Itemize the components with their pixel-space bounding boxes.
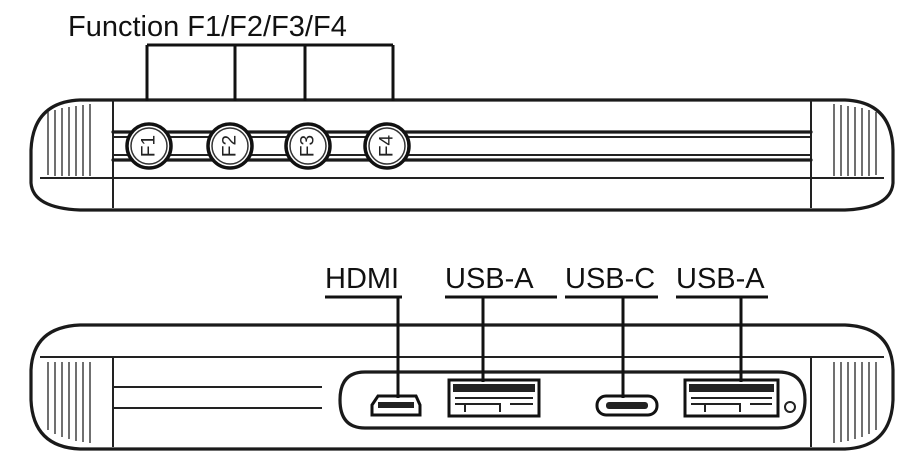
top-device-body (29, 98, 895, 212)
usb-a-port-2[interactable] (683, 378, 780, 418)
button-f1-label: F1 (139, 135, 160, 157)
usb-a-1-leader (445, 295, 557, 382)
usb-c-leader (565, 295, 658, 398)
usb-c-port[interactable] (595, 394, 659, 417)
hdmi-label: HDMI (325, 263, 399, 295)
function-callout-label: Function F1/F2/F3/F4 (68, 11, 347, 43)
button-f1[interactable]: F1 (125, 122, 173, 170)
function-buttons: F1 F2 F3 F4 (125, 122, 411, 170)
usb-a-label-1: USB-A (445, 263, 534, 295)
bottom-side-view: HDMI USB-A USB-C USB-A (29, 263, 895, 451)
usb-a-label-2: USB-A (676, 263, 765, 295)
function-callout-leaders (145, 43, 395, 101)
usb-a-port-1[interactable] (447, 378, 541, 418)
reset-hole (784, 401, 796, 413)
button-f3[interactable]: F3 (284, 122, 332, 170)
button-f2[interactable]: F2 (206, 122, 254, 170)
top-side-view: F1 F2 F3 F4 Function F1/F2/F3/F4 (29, 11, 895, 212)
hdmi-port[interactable] (370, 394, 422, 417)
top-right-bumper-ribs (833, 104, 877, 176)
usb-a-2-leader (676, 295, 768, 382)
button-f3-label: F3 (298, 135, 319, 157)
button-f4[interactable]: F4 (363, 122, 411, 170)
port-recess (338, 370, 807, 430)
bottom-right-bumper-ribs (833, 362, 877, 443)
hdmi-leader (325, 295, 402, 398)
bottom-device-body (29, 323, 895, 451)
button-f2-label: F2 (220, 135, 241, 157)
usb-c-label: USB-C (565, 263, 655, 295)
button-f4-label: F4 (377, 134, 398, 157)
bottom-side-grooves (113, 386, 322, 409)
bottom-left-bumper-ribs (47, 362, 91, 443)
top-left-bumper-ribs (47, 104, 91, 176)
